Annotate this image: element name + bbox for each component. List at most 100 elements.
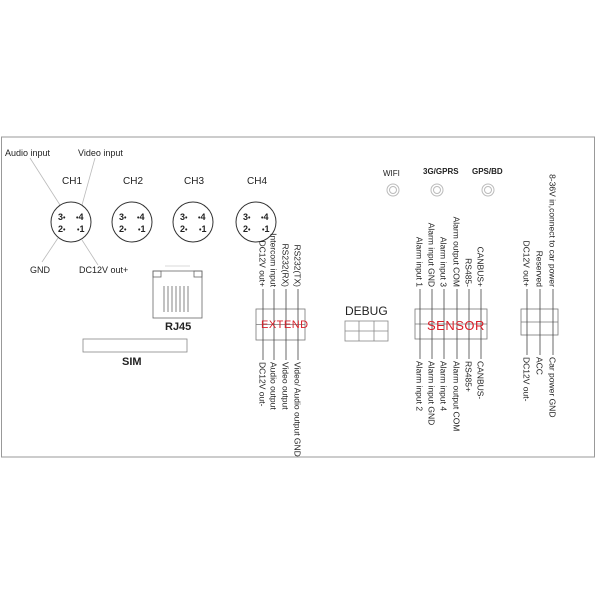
pin-dot: • <box>248 215 251 222</box>
debug-label: DEBUG <box>345 304 388 318</box>
channel-connector-2 <box>111 201 153 243</box>
pin-number: •1 <box>77 224 85 235</box>
antenna-connectors <box>386 183 495 197</box>
video-input-callout: Video input <box>78 148 123 158</box>
3g-gprs-label: 3G/GPRS <box>423 167 459 176</box>
pin-dot: • <box>124 215 127 222</box>
pin-number: 3• <box>243 212 251 223</box>
gps-bd-label: GPS/BD <box>472 167 503 176</box>
pin-dot: • <box>77 227 80 234</box>
power-top-pin-label: Reserved <box>534 250 545 287</box>
pin-dot: • <box>261 215 264 222</box>
pin-number: •4 <box>137 212 145 223</box>
pin-number: •4 <box>76 212 84 223</box>
pin-dot: • <box>248 227 251 234</box>
pin-dot: • <box>63 227 66 234</box>
pin-dot: • <box>185 215 188 222</box>
sensor-top-pin-label: CANBUS+ <box>475 246 486 287</box>
extend-bottom-pin-label: Audio output <box>268 362 279 410</box>
extend-top-pin-label: RS232(RX) <box>280 243 291 287</box>
antenna-connector-inner <box>389 186 397 194</box>
pin-number-text: 1 <box>264 224 270 234</box>
pin-number-text: 2 <box>58 224 64 234</box>
power-top-pin-label: 8-36V in,connect to car power <box>547 174 558 287</box>
pin-number-text: 2 <box>243 224 249 234</box>
pin-dot: • <box>198 215 201 222</box>
pin-number-text: 3 <box>58 212 64 222</box>
sensor-bottom-pin-label: CANBUS- <box>475 361 486 400</box>
rj45-label: RJ45 <box>165 321 192 333</box>
antenna-connector-inner <box>484 186 492 194</box>
sensor-top-pin-label: Alarm input 1 <box>414 236 425 287</box>
extend-bottom-pin-label: Video/ Audio output GND <box>292 362 303 457</box>
pin-number-text: 4 <box>263 212 269 222</box>
pin-number-text: 3 <box>180 212 186 222</box>
debug-port <box>344 320 389 342</box>
panel-frame <box>1 136 595 458</box>
extend-label: EXTEND <box>261 319 309 331</box>
pin-number-text: 4 <box>200 212 206 222</box>
channel-connectors <box>50 201 277 243</box>
pin-number: 3• <box>119 212 127 223</box>
channel-label: CH3 <box>184 176 205 187</box>
extend-top-pin-label: Intercom input <box>268 233 279 287</box>
extend-bottom-pin-label: DC12V out- <box>257 362 268 407</box>
pin-number-text: 1 <box>79 224 85 234</box>
pin-number: •4 <box>198 212 206 223</box>
pin-number: •1 <box>138 224 146 235</box>
power-bottom-pin-label: Car power GND <box>547 357 558 418</box>
ch1-callout-lines <box>29 157 99 266</box>
gnd-callout: GND <box>30 265 50 275</box>
pin-number: 2• <box>119 224 127 235</box>
extend-top-pin-label: RS232(TX) <box>292 244 303 287</box>
sensor-bottom-pin-label: Alarm input 4 <box>438 361 449 412</box>
rj45-port <box>152 265 203 319</box>
sensor-bottom-pin-label: Alarm input 2 <box>414 361 425 412</box>
sensor-bottom-pin-label: RS485+ <box>463 361 474 392</box>
sensor-top-pin-label: Alarm input GND <box>426 222 437 287</box>
pin-dot: • <box>124 227 127 234</box>
audio-input-callout: Audio input <box>5 148 51 158</box>
pin-number-text: 3 <box>243 212 249 222</box>
pin-number: •1 <box>199 224 207 235</box>
pin-dot: • <box>185 227 188 234</box>
pin-dot: • <box>262 227 265 234</box>
channel-connector-1 <box>50 201 92 243</box>
sim-slot <box>82 338 188 353</box>
pin-dot: • <box>138 227 141 234</box>
antenna-connector <box>430 183 444 197</box>
pin-number-text: 2 <box>180 224 186 234</box>
extend-top-pin-label: DC12V out+ <box>257 240 268 287</box>
pin-number: 3• <box>180 212 188 223</box>
sensor-top-pin-label: Alarm input 3 <box>438 236 449 287</box>
antenna-connector <box>386 183 400 197</box>
sensor-label: SENSOR <box>427 318 485 333</box>
power-bottom-pin-label: DC12V out- <box>521 357 532 402</box>
channel-label: CH1 <box>62 176 83 187</box>
pin-number-text: 1 <box>201 224 207 234</box>
pin-number-text: 3 <box>119 212 125 222</box>
extend-bottom-pin-label: Video output <box>280 362 291 410</box>
channel-connector-4 <box>235 201 277 243</box>
sensor-bottom-pin-label: Alarm input GND <box>426 361 437 426</box>
antenna-connector-inner <box>433 186 441 194</box>
channel-label: CH2 <box>123 176 144 187</box>
pin-number: 2• <box>180 224 188 235</box>
pin-number: •1 <box>262 224 270 235</box>
antenna-connector <box>481 183 495 197</box>
pin-number-text: 2 <box>119 224 125 234</box>
sim-label: SIM <box>122 356 142 368</box>
sensor-bottom-pin-label: Alarm output COM <box>451 361 462 432</box>
pin-number-text: 4 <box>78 212 84 222</box>
pin-number: 3• <box>58 212 66 223</box>
pin-dot: • <box>76 215 79 222</box>
pin-number: •4 <box>261 212 269 223</box>
pin-number-text: 4 <box>139 212 145 222</box>
power-bottom-pin-label: ACC <box>534 357 545 375</box>
sensor-top-pin-label: Alarm output COM <box>451 216 462 287</box>
pin-number-text: 1 <box>140 224 146 234</box>
pin-dot: • <box>63 215 66 222</box>
pin-dot: • <box>199 227 202 234</box>
sensor-top-pin-label: RS485- <box>463 258 474 287</box>
dc12v-callout: DC12V out+ <box>79 265 129 275</box>
